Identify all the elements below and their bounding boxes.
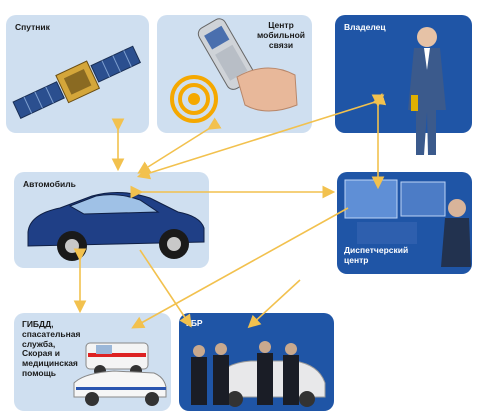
dispatcher-node: Диспетчерский центр: [337, 172, 472, 274]
owner-label: Владелец: [344, 22, 386, 32]
satellite-node: Спутник: [6, 15, 149, 133]
car-label: Автомобиль: [23, 179, 76, 189]
dispatcher-label: Диспетчерский центр: [344, 245, 409, 265]
mobile-center-label: Центр мобильной связи: [256, 20, 306, 50]
gbr-label: ГБР: [186, 318, 203, 328]
security-team-icon: [191, 341, 326, 407]
satellite-label: Спутник: [15, 22, 50, 32]
dispatcher-icon: [344, 179, 471, 267]
emergency-node: ГИБДД, спасательная служба, Скорая и мед…: [14, 313, 171, 411]
gbr-node: ГБР: [179, 313, 334, 411]
emergency-label: ГИБДД, спасательная служба, Скорая и мед…: [22, 319, 81, 378]
satellite-icon: [12, 45, 142, 119]
ambulance-icon: [73, 342, 167, 406]
